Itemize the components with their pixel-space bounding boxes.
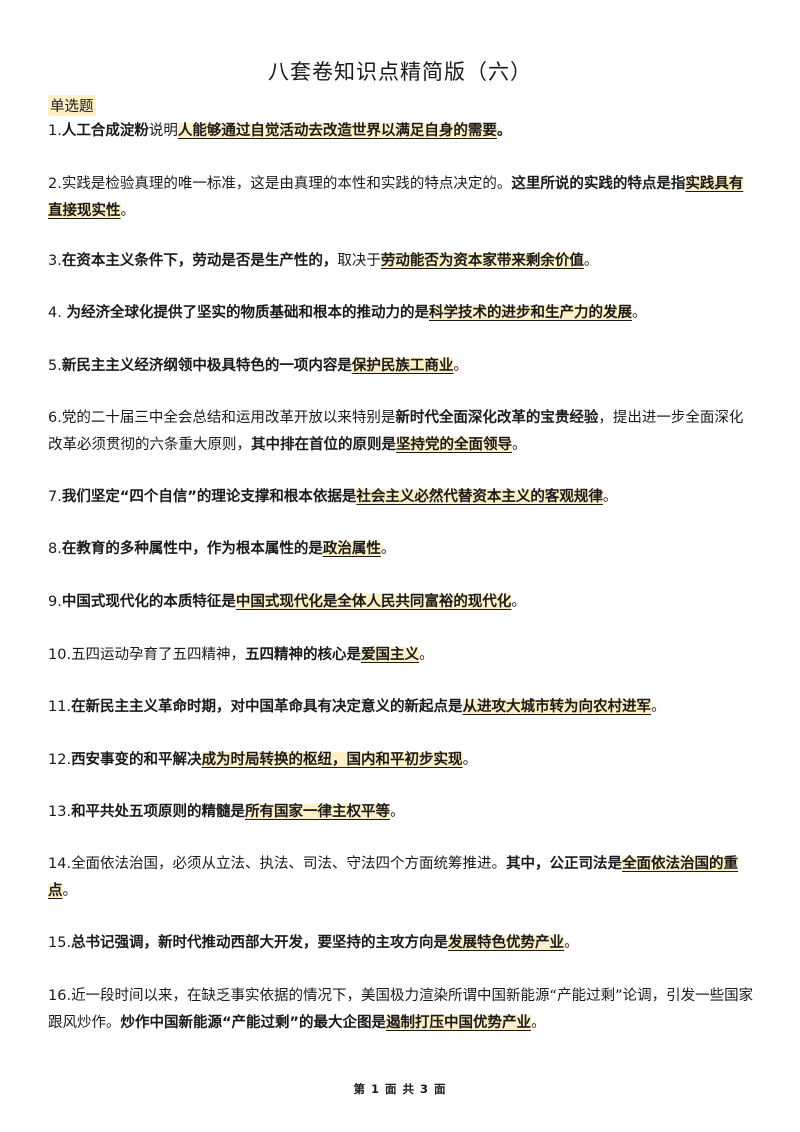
question-number: 6.	[48, 410, 62, 426]
question-item: 6.党的二十届三中全会总结和运用改革开放以来特别是新时代全面深化改革的宝贵经验，…	[48, 405, 754, 459]
question-text: 党的二十届三中全会总结和运用改革开放以来特别是	[61, 410, 396, 426]
bold-text: 在教育的多种属性中，作为根本属性的是	[61, 541, 323, 557]
highlighted-answer: 政治属性	[322, 541, 381, 557]
question-item: 13.和平共处五项原则的精髓是所有国家一律主权平等。	[48, 799, 754, 826]
highlighted-answer: 所有国家一律主权平等	[245, 804, 391, 820]
question-text: 。	[531, 1015, 546, 1031]
bold-text: 在新民主主义革命时期，对中国革命具有决定意义的新起点是	[71, 699, 463, 715]
question-item: 16.近一段时间以来，在缺乏事实依据的情况下，美国极力渲染所谓中国新能源“产能过…	[48, 983, 754, 1037]
question-text: 。	[419, 647, 434, 663]
question-number: 1.	[48, 123, 62, 139]
bold-text: 。	[496, 123, 512, 139]
question-text: 。	[390, 804, 405, 820]
question-number: 4.	[48, 305, 67, 321]
question-text: 。	[62, 883, 78, 899]
highlighted-answer: 坚持党的全面领导	[396, 437, 512, 453]
question-item: 10.五四运动孕育了五四精神，五四精神的核心是爱国主义。	[48, 642, 754, 669]
question-item: 8.在教育的多种属性中，作为根本属性的是政治属性。	[48, 536, 754, 563]
highlighted-answer: 人能够通过自觉活动去改造世界以满足自身的需要	[177, 123, 497, 139]
highlighted-answer: 保护民族工商业	[351, 358, 454, 374]
question-text: 。	[120, 203, 136, 219]
question-text: 实践是检验真理的唯一标准，这是由真理的本性和实践的特点决定的。	[61, 176, 512, 192]
question-number: 15.	[48, 935, 72, 951]
bold-text: 人工合成淀粉	[61, 123, 149, 139]
page-footer: 第 1 面 共 3 面	[353, 1082, 447, 1096]
bold-text: 其中，公正司法是	[506, 856, 623, 872]
bold-text: 西安事变的和平解决	[71, 752, 202, 768]
question-item: 7.我们坚定“四个自信”的理论支撑和根本依据是社会主义必然代替资本主义的客观规律…	[48, 484, 754, 511]
page-title: 八套卷知识点精简版（六）	[268, 60, 532, 84]
question-text: 取决于	[337, 253, 381, 269]
question-item: 2.实践是检验真理的唯一标准，这是由真理的本性和实践的特点决定的。这里所说的实践…	[48, 171, 754, 225]
bold-text: 在资本主义条件下，劳动是否是生产性的，	[61, 253, 338, 269]
question-number: 14.	[48, 856, 72, 872]
bold-text: 中国式现代化的本质特征是	[61, 594, 236, 610]
bold-text: 为经济全球化提供了坚实的物质基础和根本的推动力的是	[66, 305, 429, 321]
section-label: 单选题	[48, 95, 96, 116]
bold-text: 炒作中国新能源“产能过剩”的最大企图是	[120, 1015, 387, 1031]
question-number: 16.	[48, 988, 72, 1004]
highlighted-answer: 科学技术的进步和生产力的发展	[428, 305, 632, 321]
question-text: 。	[380, 541, 396, 557]
question-text: 说明	[148, 123, 178, 139]
bold-text: 新民主主义经济纲领中极具特色的一项内容是	[61, 358, 352, 374]
question-text: 全面依法治国，必须从立法、执法、司法、守法四个方面统筹推进。	[71, 856, 507, 872]
question-text: 。	[631, 305, 647, 321]
highlighted-answer: 发展特色优势产业	[448, 935, 565, 951]
question-item: 1.人工合成淀粉说明人能够通过自觉活动去改造世界以满足自身的需要。	[48, 118, 754, 145]
question-text: 五四运动孕育了五四精神，	[71, 647, 246, 663]
bold-text: 这里所说的实践的特点是指	[511, 176, 686, 192]
question-number: 8.	[48, 541, 62, 557]
question-number: 9.	[48, 594, 62, 610]
bold-text: 我们坚定“四个自信”的理论支撑和根本依据是	[61, 489, 357, 505]
bold-text: 其中排在首位的原则是	[251, 437, 396, 453]
highlighted-answer: 社会主义必然代替资本主义的客观规律	[356, 489, 603, 505]
question-number: 10.	[48, 647, 72, 663]
question-number: 3.	[48, 253, 62, 269]
question-item: 14.全面依法治国，必须从立法、执法、司法、守法四个方面统筹推进。其中，公正司法…	[48, 851, 754, 905]
question-text: 。	[511, 594, 526, 610]
bold-text: 和平共处五项原则的精髓是	[71, 804, 246, 820]
question-number: 2.	[48, 176, 62, 192]
question-text: 。	[564, 935, 579, 951]
question-text: 。	[602, 489, 618, 505]
highlighted-answer: 劳动能否为资本家带来剩余价值	[380, 253, 584, 269]
question-number: 5.	[48, 358, 62, 374]
question-item: 3.在资本主义条件下，劳动是否是生产性的，取决于劳动能否为资本家带来剩余价值。	[48, 248, 754, 275]
question-item: 4. 为经济全球化提供了坚实的物质基础和根本的推动力的是科学技术的进步和生产力的…	[48, 300, 754, 327]
bold-text: 新时代全面深化改革的宝贵经验	[395, 410, 599, 426]
highlighted-answer: 爱国主义	[361, 647, 420, 663]
question-item: 9.中国式现代化的本质特征是中国式现代化是全体人民共同富裕的现代化。	[48, 589, 754, 616]
bold-text: 五四精神的核心是	[245, 647, 362, 663]
highlighted-answer: 中国式现代化是全体人民共同富裕的现代化	[235, 594, 512, 610]
question-text: 。	[462, 752, 478, 768]
question-item: 12.西安事变的和平解决成为时局转换的枢纽，国内和平初步实现。	[48, 747, 754, 774]
question-text: ，提出进一步全面深化改革必须贯彻的六条重大原则，	[48, 410, 744, 453]
question-item: 15.总书记强调，新时代推动西部大开发，要坚持的主攻方向是发展特色优势产业。	[48, 930, 754, 957]
question-number: 13.	[48, 804, 72, 820]
question-item: 11.在新民主主义革命时期，对中国革命具有决定意义的新起点是从进攻大城市转为向农…	[48, 694, 754, 721]
question-text: 。	[512, 437, 527, 453]
bold-text: 总书记强调，新时代推动西部大开发，要坚持的主攻方向是	[71, 935, 449, 951]
question-number: 11.	[48, 699, 72, 715]
question-text: 。	[453, 358, 468, 374]
question-number: 12.	[48, 752, 72, 768]
question-text: 。	[651, 699, 666, 715]
question-text: 。	[583, 253, 599, 269]
question-text: 近一段时间以来，在缺乏事实依据的情况下，美国极力渲染所谓中国新能源“产能过剩”论…	[48, 988, 754, 1031]
question-number: 7.	[48, 489, 62, 505]
highlighted-answer: 成为时局转换的枢纽，国内和平初步实现	[201, 752, 463, 768]
highlighted-answer: 从进攻大城市转为向农村进军	[462, 699, 652, 715]
question-item: 5.新民主主义经济纲领中极具特色的一项内容是保护民族工商业。	[48, 353, 754, 380]
highlighted-answer: 遏制打压中国优势产业	[386, 1015, 532, 1031]
